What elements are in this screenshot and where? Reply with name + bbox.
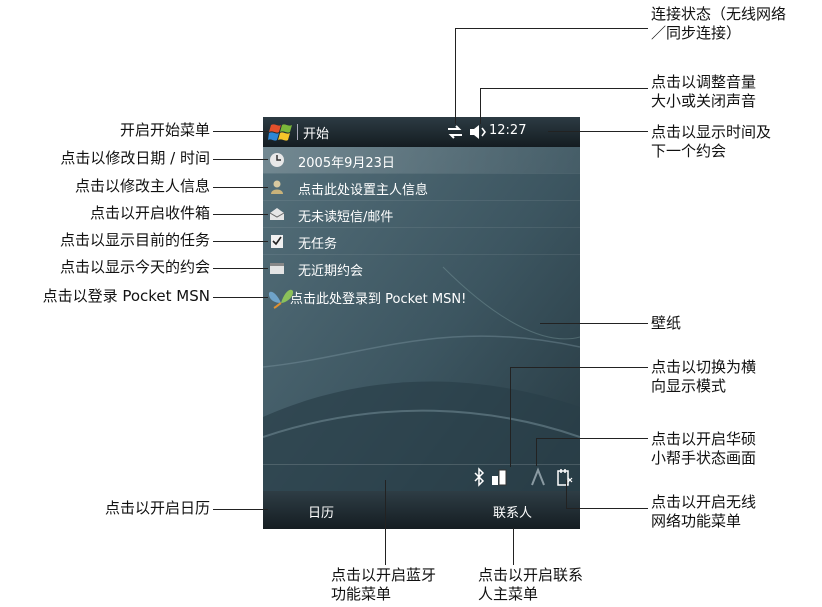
today-item-owner[interactable]: 点击此处设置主人信息 (263, 174, 580, 200)
callout-line (455, 28, 648, 29)
today-item-msn[interactable]: 点击此处登录到 Pocket MSN! (263, 281, 580, 311)
device-screen: 开始 12:27 2005年9月23日 点击此处设置主人信息 无未读短信/邮件 (263, 117, 580, 529)
today-item-inbox[interactable]: 无未读短信/邮件 (263, 201, 580, 227)
callout-line (540, 323, 648, 324)
row-divider (263, 254, 580, 255)
row-divider (263, 227, 580, 228)
title-bar: 开始 12:27 (263, 117, 580, 147)
callout-connection-line1: 连接状态（无线网络 (651, 5, 787, 23)
soft-key-bar: 日历 联系人 (263, 491, 580, 529)
callout-contacts-line2: 人主菜单 (478, 585, 539, 603)
callout-line (566, 480, 567, 508)
callout-line (213, 159, 268, 160)
callout-line (213, 241, 268, 242)
msn-text: 点击此处登录到 Pocket MSN! (290, 292, 467, 307)
start-menu-label[interactable]: 开始 (303, 127, 330, 142)
callout-start-menu: 开启开始菜单 (119, 121, 210, 139)
row-divider (263, 173, 580, 174)
today-item-appointments-text: 无近期约会 (298, 264, 364, 279)
callout-connection-line2: ／同步连接） (651, 24, 742, 42)
asus-helper-icon[interactable] (530, 467, 546, 487)
connection-status-icon[interactable] (446, 124, 464, 140)
callout-wallpaper: 壁纸 (651, 314, 682, 332)
volume-icon[interactable] (469, 124, 487, 140)
callout-line (566, 508, 648, 509)
owner-icon (271, 180, 283, 194)
callout-line (513, 528, 514, 565)
row-divider (263, 200, 580, 201)
callout-rotate-line2: 向显示模式 (651, 377, 727, 395)
clock-time[interactable]: 12:27 (489, 123, 527, 138)
today-item-appointments[interactable]: 无近期约会 (263, 255, 580, 281)
today-item-date-text: 2005年9月23日 (298, 156, 395, 171)
callout-line (536, 438, 648, 439)
status-divider (263, 464, 580, 465)
contacts-soft-key[interactable]: 联系人 (493, 506, 533, 521)
clock-icon (270, 153, 284, 167)
callout-line (480, 88, 648, 89)
callout-asus-line1: 点击以开启华硕 (651, 430, 757, 448)
callout-volume-line2: 大小或关闭声音 (651, 92, 757, 110)
today-item-date[interactable]: 2005年9月23日 (263, 147, 580, 173)
status-icon-tray (263, 467, 580, 491)
callout-appointments: 点击以显示今天的约会 (59, 258, 210, 276)
callout-bluetooth-line2: 功能菜单 (331, 585, 392, 603)
callout-msn: 点击以登录 Pocket MSN (42, 287, 210, 305)
callout-contacts-line1: 点击以开启联系 (478, 566, 584, 584)
callout-line (480, 88, 481, 124)
callout-line (213, 297, 268, 298)
callout-rotate-line1: 点击以切换为横 (651, 358, 757, 376)
title-separator (297, 124, 298, 140)
callout-calendar: 点击以开启日历 (104, 499, 210, 517)
callout-owner: 点击以修改主人信息 (74, 177, 210, 195)
callout-asus-line2: 小帮手状态画面 (651, 449, 757, 467)
today-item-owner-text: 点击此处设置主人信息 (298, 183, 429, 198)
callout-line (536, 438, 537, 466)
today-item-inbox-text: 无未读短信/邮件 (298, 210, 394, 225)
callout-line (213, 268, 268, 269)
callout-tasks: 点击以显示目前的任务 (59, 231, 210, 249)
callout-time-line2: 下一个约会 (651, 142, 727, 160)
today-item-tasks[interactable]: 无任务 (263, 228, 580, 254)
callout-line (213, 509, 268, 510)
callout-time-line1: 点击以显示时间及 (651, 123, 772, 141)
callout-line (213, 187, 268, 188)
msn-butterfly-icon (268, 289, 294, 309)
callout-line (213, 131, 268, 132)
wireless-icon[interactable] (555, 467, 573, 487)
calendar-icon (270, 263, 284, 274)
windows-start-icon[interactable] (268, 121, 294, 143)
callout-volume-line1: 点击以调整音量 (651, 73, 757, 91)
screen-rotate-icon[interactable] (491, 467, 507, 487)
bluetooth-icon[interactable] (472, 467, 486, 487)
calendar-soft-key[interactable]: 日历 (308, 506, 335, 521)
today-item-tasks-text: 无任务 (298, 237, 338, 252)
callout-bluetooth-line1: 点击以开启蓝牙 (331, 566, 437, 584)
callout-wireless-line2: 网络功能菜单 (651, 512, 742, 530)
callout-line (548, 131, 648, 132)
callout-line (213, 214, 268, 215)
callout-line (455, 28, 456, 124)
callout-line (385, 480, 386, 565)
callout-line (510, 367, 511, 467)
callout-inbox: 点击以开启收件箱 (89, 204, 210, 222)
callout-date-time: 点击以修改日期 / 时间 (60, 149, 210, 167)
task-icon (271, 235, 283, 248)
callout-line (510, 367, 648, 368)
callout-wireless-line1: 点击以开启无线 (651, 493, 757, 511)
inbox-icon (269, 208, 285, 220)
